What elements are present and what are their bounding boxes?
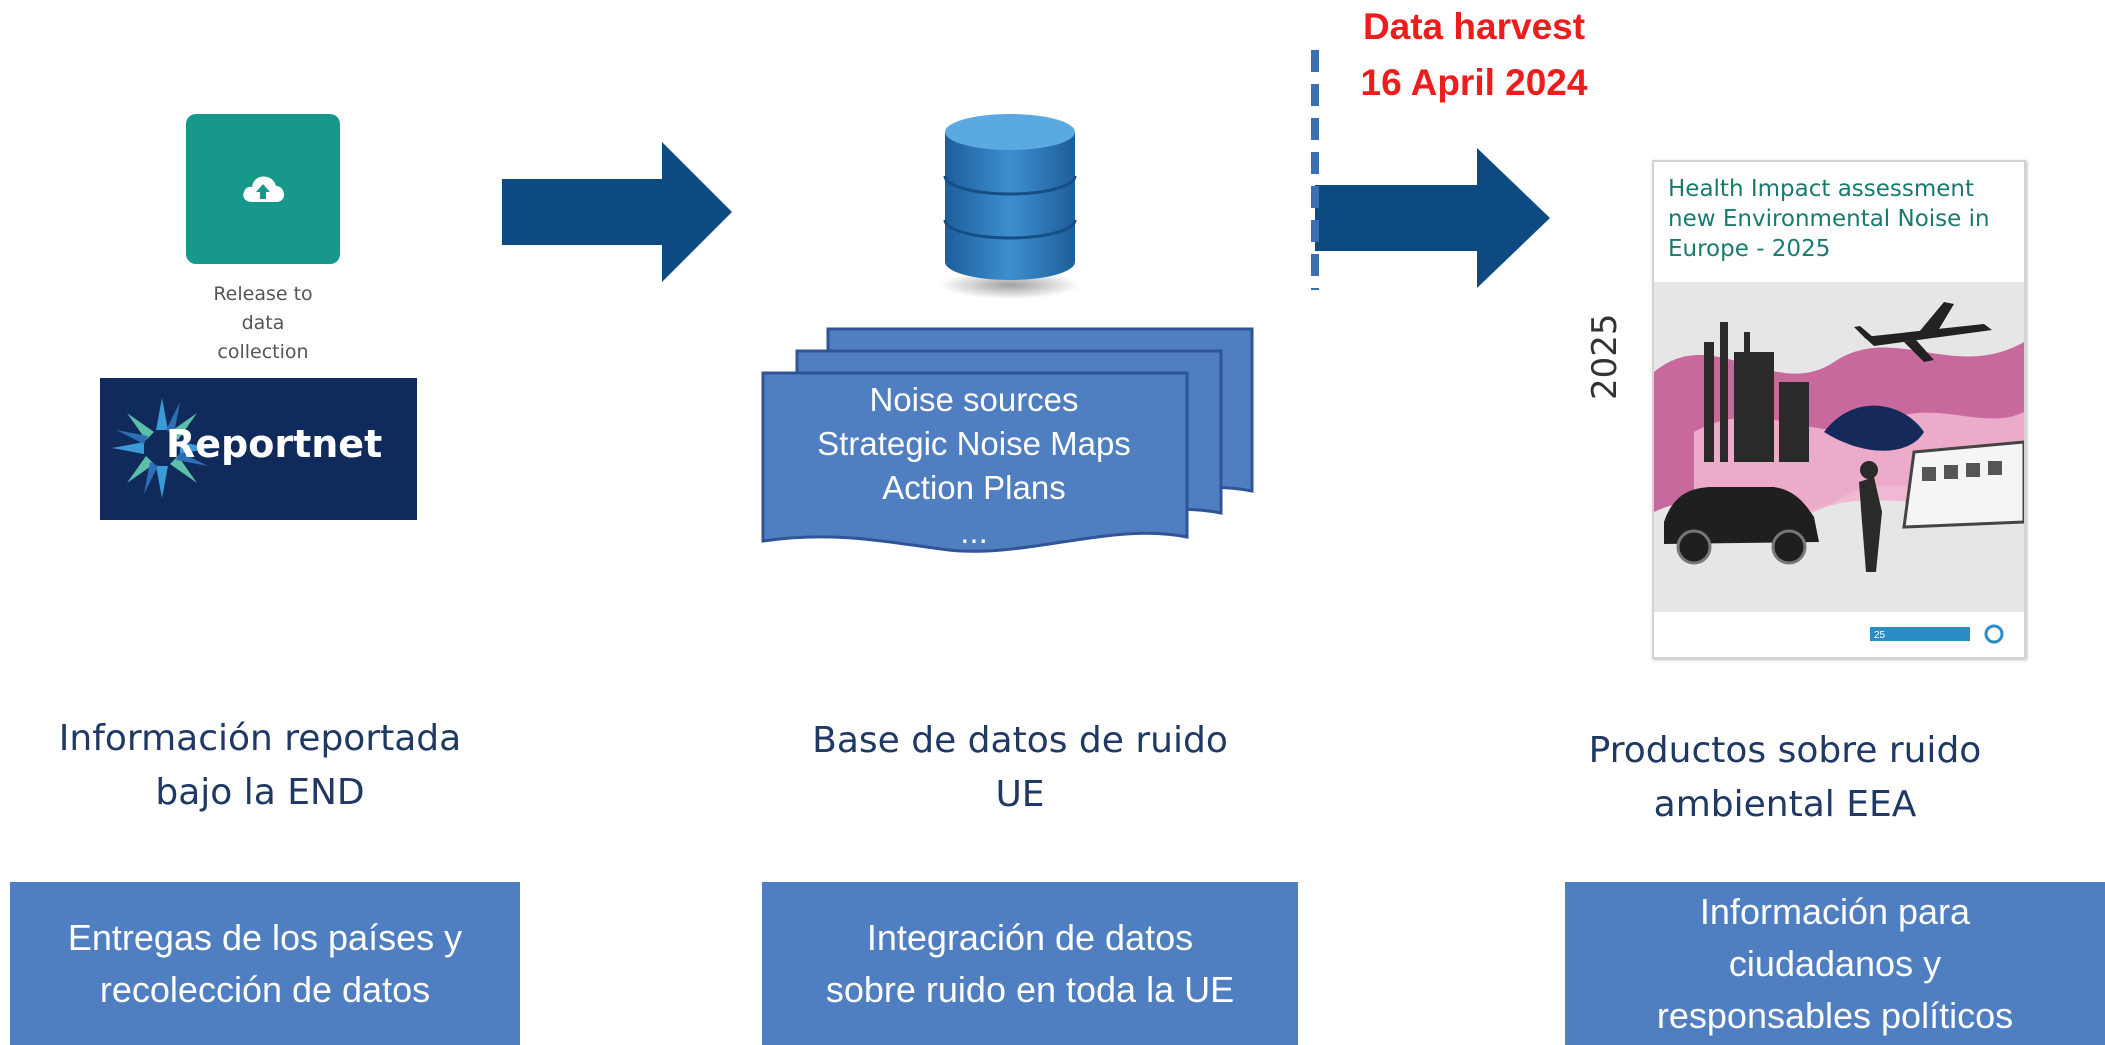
section-title-line: ambiental EEA [1653, 784, 1917, 825]
section-title-reported-info: Información reportada bajo la END [20, 712, 500, 820]
box-line: Entregas de los países y [67, 916, 463, 958]
documents-list: Noise sources Strategic Noise Maps Actio… [765, 378, 1183, 554]
document-item: Action Plans [882, 469, 1066, 506]
box-line: sobre ruido en toda la UE [825, 968, 1235, 1010]
svg-text:25: 25 [1874, 630, 1886, 641]
section-title-products: Productos sobre ruido ambiental EEA [1545, 724, 2025, 832]
documents-stack [761, 327, 1254, 553]
box-data-integration: Integración de datos sobre ruido en toda… [762, 882, 1298, 1045]
box-country-deliveries: Entregas de los países y recolección de … [10, 882, 520, 1045]
box-line: Integración de datos [866, 916, 1194, 958]
database-icon [940, 114, 1080, 299]
section-title-database: Base de datos de ruido UE [780, 714, 1260, 822]
document-item: Strategic Noise Maps [817, 425, 1131, 462]
arrow-right-icon [1315, 148, 1550, 288]
release-label: Release to data collection [213, 283, 313, 363]
box-line: recolección de datos [99, 968, 431, 1010]
harvest-title: Data harvest [1362, 6, 1586, 47]
box-line: responsables políticos [1656, 994, 2014, 1036]
box-line: Información para [1699, 890, 1971, 932]
section-title-line: Base de datos de ruido [812, 720, 1228, 761]
harvest-cutoff-line [1311, 50, 1319, 290]
arrow-right-icon [502, 142, 732, 282]
report-cover[interactable]: Health Impact assessment new Environment… [1652, 160, 2026, 659]
reportnet-star-icon [112, 398, 212, 498]
cloud-upload-icon [243, 176, 284, 202]
section-title-line: bajo la END [155, 772, 365, 813]
box-line: ciudadanos y [1728, 942, 1942, 984]
document-item: ... [960, 513, 988, 550]
report-title: Health Impact assessment new Environment… [1668, 176, 1990, 262]
reportnet-logo-text: Reportnet [166, 422, 383, 466]
harvest-date: 16 April 2024 [1360, 62, 1588, 103]
reportnet-logo: Reportnet [100, 378, 417, 520]
report-year: 2025 [1585, 313, 1625, 400]
document-item: Noise sources [869, 381, 1079, 418]
upload-card[interactable] [186, 114, 340, 264]
box-information-citizens: Información para ciudadanos y responsabl… [1565, 882, 2105, 1045]
section-title-line: UE [995, 774, 1045, 815]
report-cover-illustration: 25 [1654, 282, 2024, 657]
section-title-line: Productos sobre ruido [1588, 730, 1982, 771]
section-title-line: Información reportada [58, 718, 462, 759]
